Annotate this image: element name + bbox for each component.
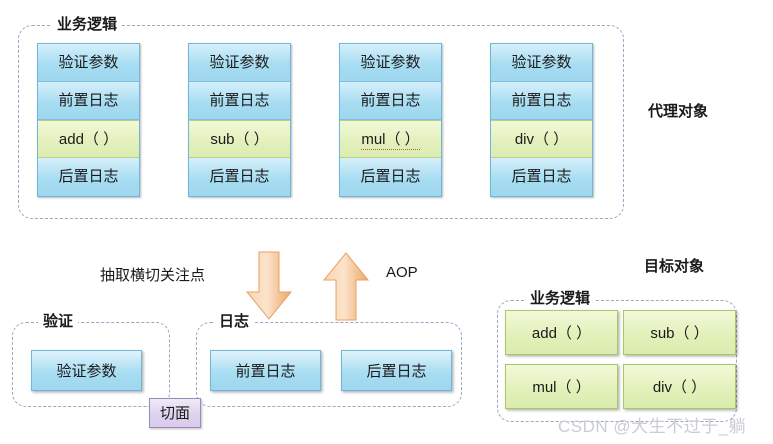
csdn-watermark: CSDN @大生不过于_躺 (558, 417, 747, 436)
aspect-box-before-log: 前置日志 (210, 350, 321, 391)
target-method-div: div（ ） (623, 364, 736, 409)
proxy-cell-after-log: 后置日志 (340, 158, 441, 196)
aspect-badge: 切面 (149, 398, 201, 428)
proxy-cell-before-log: 前置日志 (491, 82, 592, 120)
proxy-method-stack-mul: 验证参数 前置日志 mul（ ） 后置日志 (339, 43, 442, 197)
proxy-cell-after-log: 后置日志 (491, 158, 592, 196)
proxy-method-stack-add: 验证参数 前置日志 add（ ） 后置日志 (37, 43, 140, 197)
proxy-cell-after-log: 后置日志 (38, 158, 139, 196)
target-method-add: add（ ） (505, 310, 618, 355)
proxy-cell-validate: 验证参数 (189, 44, 290, 82)
proxy-business-logic-group (18, 25, 624, 219)
spellcheck-underline: mul（ ） (361, 131, 420, 150)
proxy-cell-validate: 验证参数 (491, 44, 592, 82)
spellcheck-underline: mul（ ） (532, 379, 591, 396)
aop-label: AOP (386, 264, 418, 281)
proxy-cell-validate: 验证参数 (340, 44, 441, 82)
target-business-logic-group (497, 300, 737, 422)
aspect-box-validate-param: 验证参数 (31, 350, 142, 391)
proxy-object-label: 代理对象 (648, 103, 709, 120)
log-aspect-group (196, 322, 462, 407)
down-arrow (245, 251, 293, 320)
target-method-mul: mul（ ） (505, 364, 618, 409)
proxy-cell-method: sub（ ） (189, 120, 290, 158)
target-method-sub: sub（ ） (623, 310, 736, 355)
extract-crosscutting-label: 抽取横切关注点 (100, 267, 206, 284)
target-object-label: 目标对象 (644, 258, 705, 275)
proxy-cell-before-log: 前置日志 (189, 82, 290, 120)
proxy-cell-before-log: 前置日志 (340, 82, 441, 120)
proxy-cell-method: div（ ） (491, 120, 592, 158)
up-arrow (322, 252, 370, 321)
proxy-method-stack-div: 验证参数 前置日志 div（ ） 后置日志 (490, 43, 593, 197)
aspect-box-after-log: 后置日志 (341, 350, 452, 391)
proxy-cell-validate: 验证参数 (38, 44, 139, 82)
validate-aspect-group-label: 验证 (38, 314, 79, 330)
proxy-cell-method: add（ ） (38, 120, 139, 158)
target-business-logic-group-label: 业务逻辑 (525, 291, 596, 307)
proxy-cell-before-log: 前置日志 (38, 82, 139, 120)
log-aspect-group-label: 日志 (214, 314, 255, 330)
proxy-cell-after-log: 后置日志 (189, 158, 290, 196)
proxy-cell-method: mul（ ） (340, 120, 441, 158)
proxy-business-logic-group-label: 业务逻辑 (52, 17, 123, 33)
proxy-method-stack-sub: 验证参数 前置日志 sub（ ） 后置日志 (188, 43, 291, 197)
validate-aspect-group (12, 322, 170, 407)
